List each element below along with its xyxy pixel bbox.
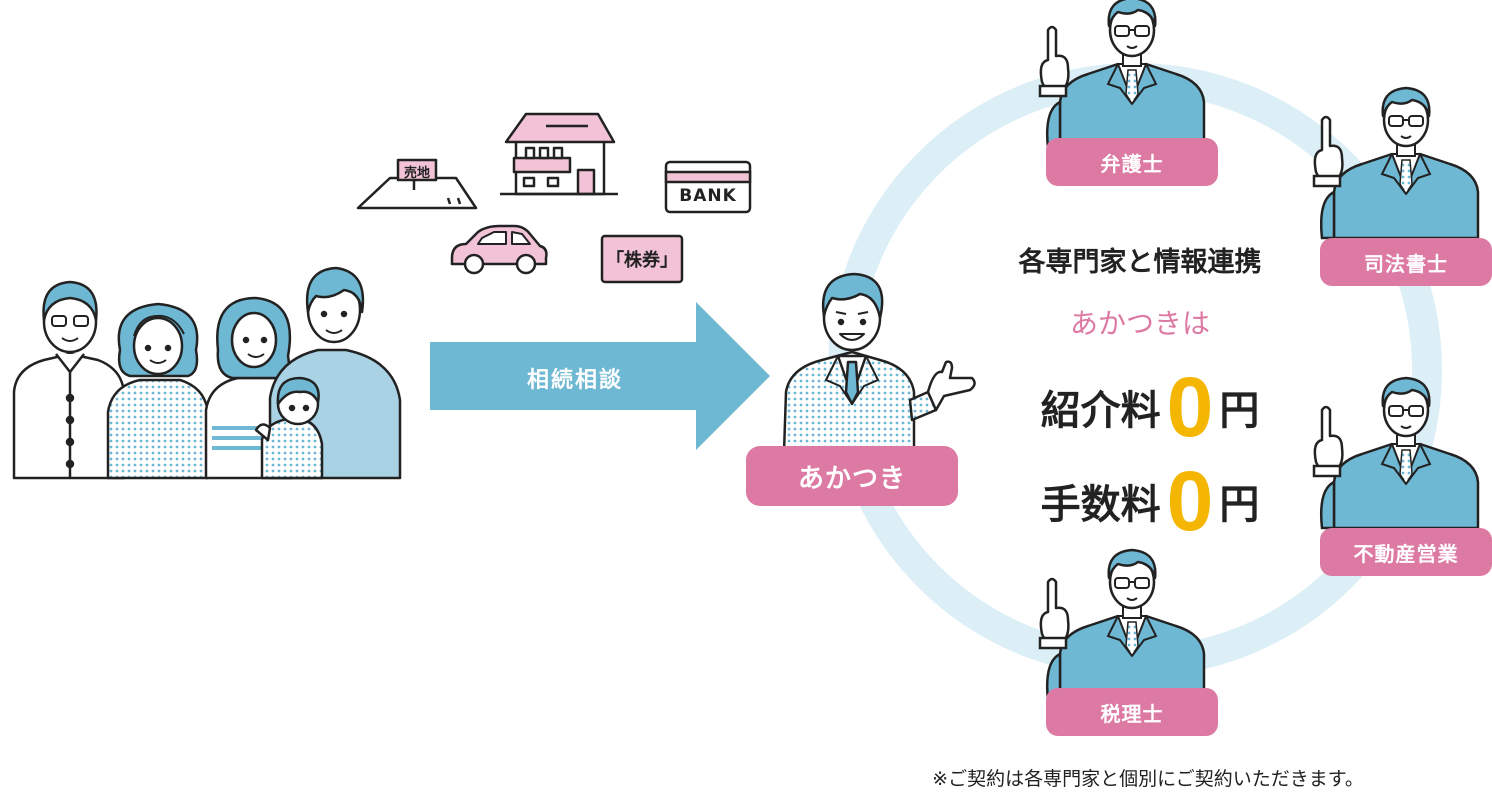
fee-row-handling: 手数料 0 円 (1020, 456, 1280, 546)
fee-handling-suffix: 円 (1219, 482, 1260, 528)
fee-handling-prefix: 手数料 (1040, 482, 1161, 528)
judicial-scrivener-illustration (1312, 86, 1480, 240)
specialist-label-tax-accountant: 税理士 (1046, 688, 1218, 736)
land-sign-label: 売地 (403, 166, 430, 181)
car-icon (450, 224, 548, 275)
stock-card-label: 「株券」 (606, 250, 678, 271)
fee-row-introduction: 紹介料 0 円 (1020, 362, 1280, 452)
consultation-arrow (430, 302, 770, 450)
fee-handling-value: 0 (1166, 454, 1214, 548)
stock-card-icon (600, 234, 684, 284)
akatsuki-consultant-illustration (782, 272, 976, 454)
specialist-label-lawyer: 弁護士 (1046, 138, 1218, 186)
real-estate-agent-illustration (1312, 376, 1480, 530)
fee-introduction-prefix: 紹介料 (1040, 388, 1161, 434)
tax-accountant-illustration (1038, 548, 1206, 702)
bank-card-icon (664, 160, 752, 214)
specialist-label-real-estate: 不動産営業 (1320, 528, 1492, 576)
land-icon (356, 158, 478, 210)
bank-card-label: BANK (679, 186, 737, 206)
center-subheading: あかつきは (1069, 307, 1210, 340)
center-heading: 各専門家と情報連携 (1018, 247, 1262, 278)
family-illustration (12, 266, 402, 480)
fee-introduction-value: 0 (1166, 360, 1214, 454)
fee-introduction-suffix: 円 (1219, 388, 1260, 434)
consultation-arrow-label: 相続相談 (526, 368, 623, 393)
specialist-label-judicial-scrivener: 司法書士 (1320, 238, 1492, 286)
house-icon (500, 112, 618, 196)
akatsuki-hub-label: あかつき (746, 446, 958, 506)
footnote: ※ご契約は各専門家と個別にご契約いただきます。 (932, 768, 1364, 790)
lawyer-illustration (1038, 0, 1206, 150)
